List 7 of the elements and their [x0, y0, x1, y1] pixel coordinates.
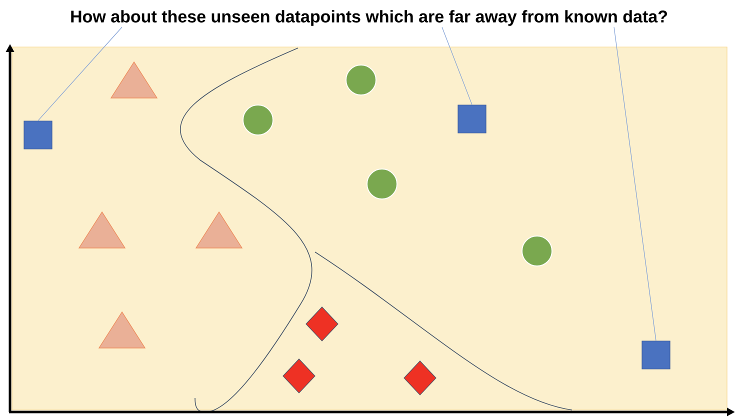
square-marker — [24, 120, 52, 150]
leader-line — [442, 26, 472, 105]
title-text: How about these unseen datapoints which are far away from known data? — [71, 10, 667, 26]
leader-line — [614, 26, 656, 341]
square-marker — [642, 340, 670, 370]
leader-line — [38, 26, 122, 121]
square-marker — [458, 104, 486, 134]
